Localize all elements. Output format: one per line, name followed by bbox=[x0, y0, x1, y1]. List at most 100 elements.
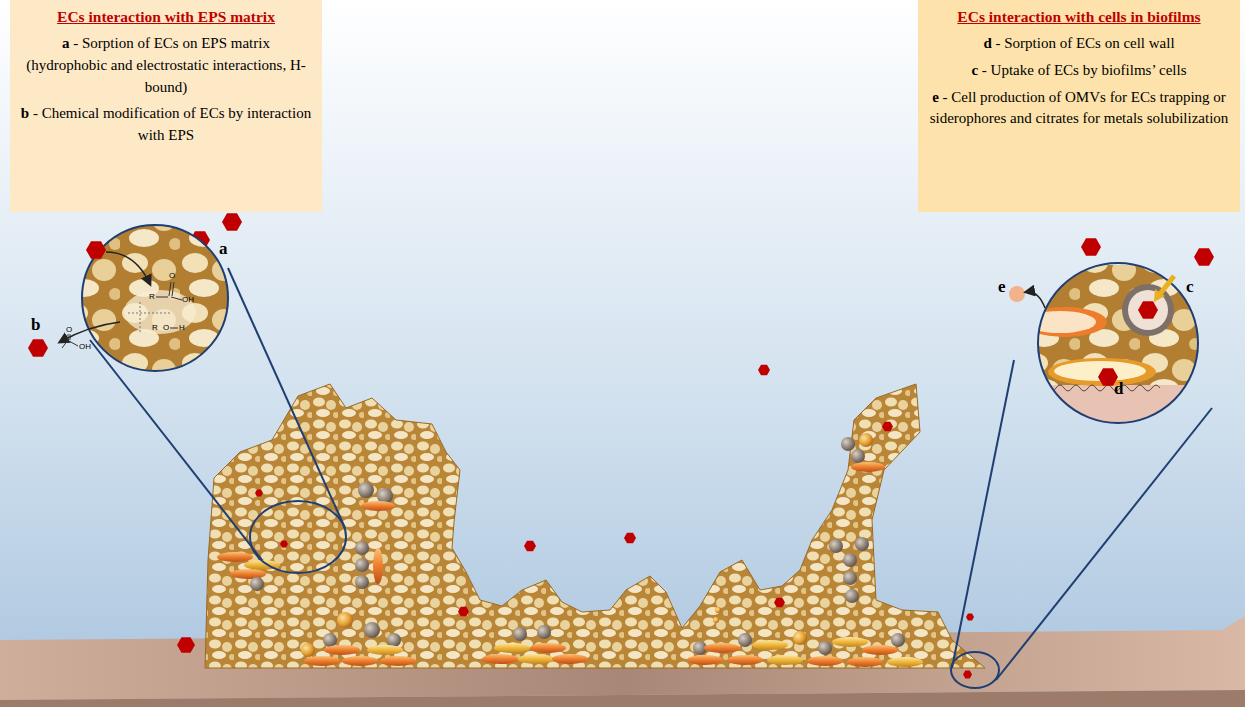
chemical-symbol: O bbox=[163, 324, 169, 332]
rod-cell bbox=[373, 548, 383, 584]
coccus-cell bbox=[715, 607, 721, 613]
rod-cell bbox=[704, 643, 740, 653]
contaminant-hexagon bbox=[624, 533, 636, 543]
panel-item: a - Sorption of ECs on EPS matrix (hydro… bbox=[20, 33, 312, 98]
coccus-cell bbox=[845, 589, 859, 603]
chemical-bond bbox=[156, 297, 168, 298]
text-panel: ECs interaction with EPS matrix a - Sorpt… bbox=[10, 0, 322, 212]
contaminant-hexagon bbox=[1138, 301, 1158, 318]
coccus-cell bbox=[713, 617, 719, 623]
rod-cell bbox=[230, 569, 266, 579]
rod-cell bbox=[862, 645, 898, 655]
rod-cell bbox=[342, 656, 378, 666]
rod-cell bbox=[727, 655, 763, 665]
rod-cell bbox=[530, 643, 566, 653]
panel-heading: ECs interaction with EPS matrix bbox=[20, 8, 312, 26]
process-arrow bbox=[1026, 292, 1045, 308]
contaminant-hexagon bbox=[255, 490, 263, 497]
rod-cell bbox=[832, 637, 868, 647]
coccus-cell bbox=[859, 433, 873, 447]
contaminant-hexagon bbox=[774, 598, 785, 608]
cell-rim bbox=[1122, 284, 1174, 336]
panel-item: b - Chemical modification of ECs by inte… bbox=[20, 103, 312, 147]
contaminant-hexagon bbox=[758, 365, 770, 375]
leader-line bbox=[996, 408, 1212, 680]
magnifier-left bbox=[28, 222, 346, 573]
rod-cell bbox=[380, 656, 416, 666]
eps-pore bbox=[124, 290, 196, 334]
chemical-bond bbox=[172, 282, 174, 296]
contaminant-hexagon bbox=[28, 339, 48, 356]
coccus-cell bbox=[387, 633, 401, 647]
panel-item: c - Uptake of ECs by biofilms’ cells bbox=[928, 60, 1230, 82]
callout-letter: e bbox=[998, 278, 1006, 295]
process-arrow bbox=[106, 252, 150, 284]
coccus-cell bbox=[301, 643, 315, 657]
coccus-cell bbox=[793, 631, 807, 645]
rod-cell bbox=[518, 654, 554, 664]
leader-line bbox=[228, 268, 345, 528]
chemical-symbol: H bbox=[179, 324, 185, 332]
rod-cell bbox=[807, 656, 843, 666]
zoom-circle bbox=[1038, 263, 1198, 423]
contaminant-hexagon bbox=[1081, 238, 1101, 255]
chemical-bond bbox=[62, 340, 68, 348]
callout-letter: d bbox=[1114, 380, 1123, 397]
panel-item: d - Sorption of ECs on cell wall bbox=[928, 33, 1230, 55]
coccus-cell bbox=[355, 558, 369, 572]
cell-wall bbox=[1040, 385, 1160, 391]
cell-rim bbox=[1048, 358, 1156, 386]
rod-cell bbox=[217, 552, 253, 562]
coccus-cell bbox=[829, 539, 843, 553]
bacterial-cell bbox=[1128, 290, 1168, 330]
coccus-cell bbox=[818, 641, 832, 655]
rod-cell bbox=[752, 640, 788, 650]
rod-cell bbox=[887, 657, 923, 667]
substrate-edge bbox=[0, 690, 1245, 707]
coccus-cell bbox=[843, 571, 857, 585]
coccus-cell bbox=[323, 633, 337, 647]
chemical-symbol: OH bbox=[79, 343, 91, 351]
callout-letter: c bbox=[1186, 278, 1194, 295]
biofilm-matrix bbox=[205, 384, 985, 668]
contaminant-hexagon bbox=[524, 541, 536, 551]
contaminant-hexagon bbox=[1194, 248, 1214, 265]
coccus-cell bbox=[250, 577, 264, 591]
coccus-cell bbox=[513, 627, 527, 641]
coccus-cell bbox=[364, 622, 380, 638]
rod-cell bbox=[687, 655, 723, 665]
callout-letter: a bbox=[219, 240, 228, 257]
chemical-bond bbox=[169, 282, 171, 296]
panel-item: e - Cell production of OMVs for ECs trap… bbox=[928, 87, 1230, 131]
coccus-cell bbox=[891, 633, 905, 647]
contaminant-hexagon bbox=[280, 541, 288, 548]
text-panel: ECs interaction with cells in biofilms d … bbox=[918, 0, 1240, 212]
coccus-cell bbox=[841, 437, 855, 451]
rod-cell bbox=[552, 654, 588, 664]
chemical-symbol: R bbox=[152, 324, 158, 332]
rod-cell bbox=[324, 645, 360, 655]
rod-cell bbox=[367, 645, 403, 655]
coccus-cell bbox=[537, 625, 551, 639]
eps-close-up bbox=[80, 222, 232, 374]
magnifier-right bbox=[951, 238, 1220, 688]
leader-line bbox=[952, 360, 1014, 668]
panel-heading: ECs interaction with cells in biofilms bbox=[928, 8, 1230, 26]
chemical-bond bbox=[171, 297, 182, 300]
uptake-arrow bbox=[1154, 289, 1165, 302]
process-arrow bbox=[60, 322, 120, 342]
rod-cell bbox=[304, 656, 340, 666]
coccus-cell bbox=[738, 633, 752, 647]
chemical-bond bbox=[170, 328, 178, 329]
rod-cell bbox=[851, 462, 885, 472]
zoom-spot bbox=[250, 501, 346, 573]
bacterial-cells bbox=[217, 433, 923, 667]
contaminant-hexagon bbox=[882, 422, 893, 432]
chemical-bond bbox=[70, 334, 71, 340]
leader-line bbox=[90, 340, 262, 560]
contaminant-hexagon bbox=[177, 637, 195, 653]
coccus-cell bbox=[855, 537, 869, 551]
rod-cell bbox=[494, 643, 530, 653]
